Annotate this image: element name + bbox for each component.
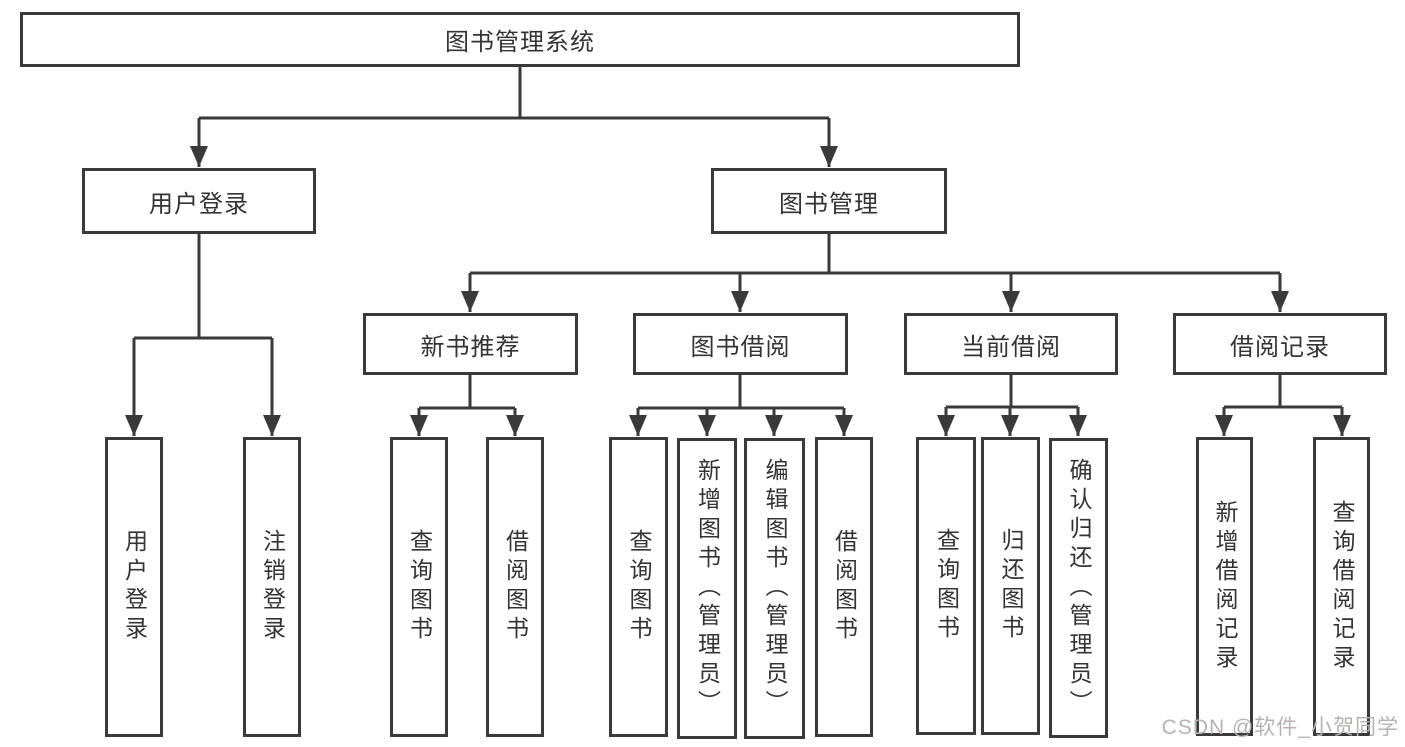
node-user-login: 用户登录 xyxy=(82,168,316,234)
leaf-recommend-query-books: 查询图书 xyxy=(390,437,448,737)
csdn-watermark: CSDN @软件_小贺同学 xyxy=(1161,716,1399,739)
leaf-user-login: 用户登录 xyxy=(105,437,163,737)
leaf-edit-book-admin: 编辑图书（管理员） xyxy=(744,438,805,739)
leaf-add-book-admin: 新增图书（管理员） xyxy=(677,438,737,739)
leaf-logout: 注销登录 xyxy=(243,437,301,737)
leaf-borrowing-query-books: 查询图书 xyxy=(609,437,668,737)
leaf-return-book: 归还图书 xyxy=(981,437,1040,735)
leaf-add-borrow-record: 新增借阅记录 xyxy=(1196,437,1253,736)
leaf-borrowing-borrow-books: 借阅图书 xyxy=(815,437,873,737)
node-borrow-records: 借阅记录 xyxy=(1173,313,1387,375)
leaf-query-borrow-record: 查询借阅记录 xyxy=(1313,437,1370,736)
leaf-confirm-return-admin: 确认归还（管理员） xyxy=(1049,438,1108,738)
leaf-recommend-borrow-books: 借阅图书 xyxy=(486,437,544,737)
node-book-management: 图书管理 xyxy=(711,168,947,234)
node-book-borrowing: 图书借阅 xyxy=(633,313,848,375)
leaf-current-query-books: 查询图书 xyxy=(916,437,976,735)
node-new-book-recommend: 新书推荐 xyxy=(363,313,578,375)
node-current-borrowing: 当前借阅 xyxy=(904,313,1118,375)
node-root: 图书管理系统 xyxy=(20,12,1020,67)
